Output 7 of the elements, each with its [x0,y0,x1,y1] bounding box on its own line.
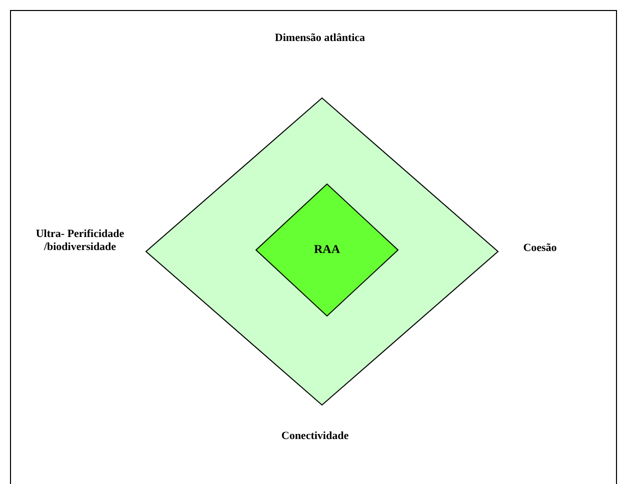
axis-label: Dimensão atlântica [274,32,366,45]
inner-diamond [256,184,398,316]
center-label: RAA [313,242,341,257]
axis-label: Coesão [522,242,558,255]
axis-label: Ultra- Perificidade /biodiversidade [34,228,126,254]
outer-diamond [146,98,498,405]
axis-label: Conectividade [280,430,350,443]
